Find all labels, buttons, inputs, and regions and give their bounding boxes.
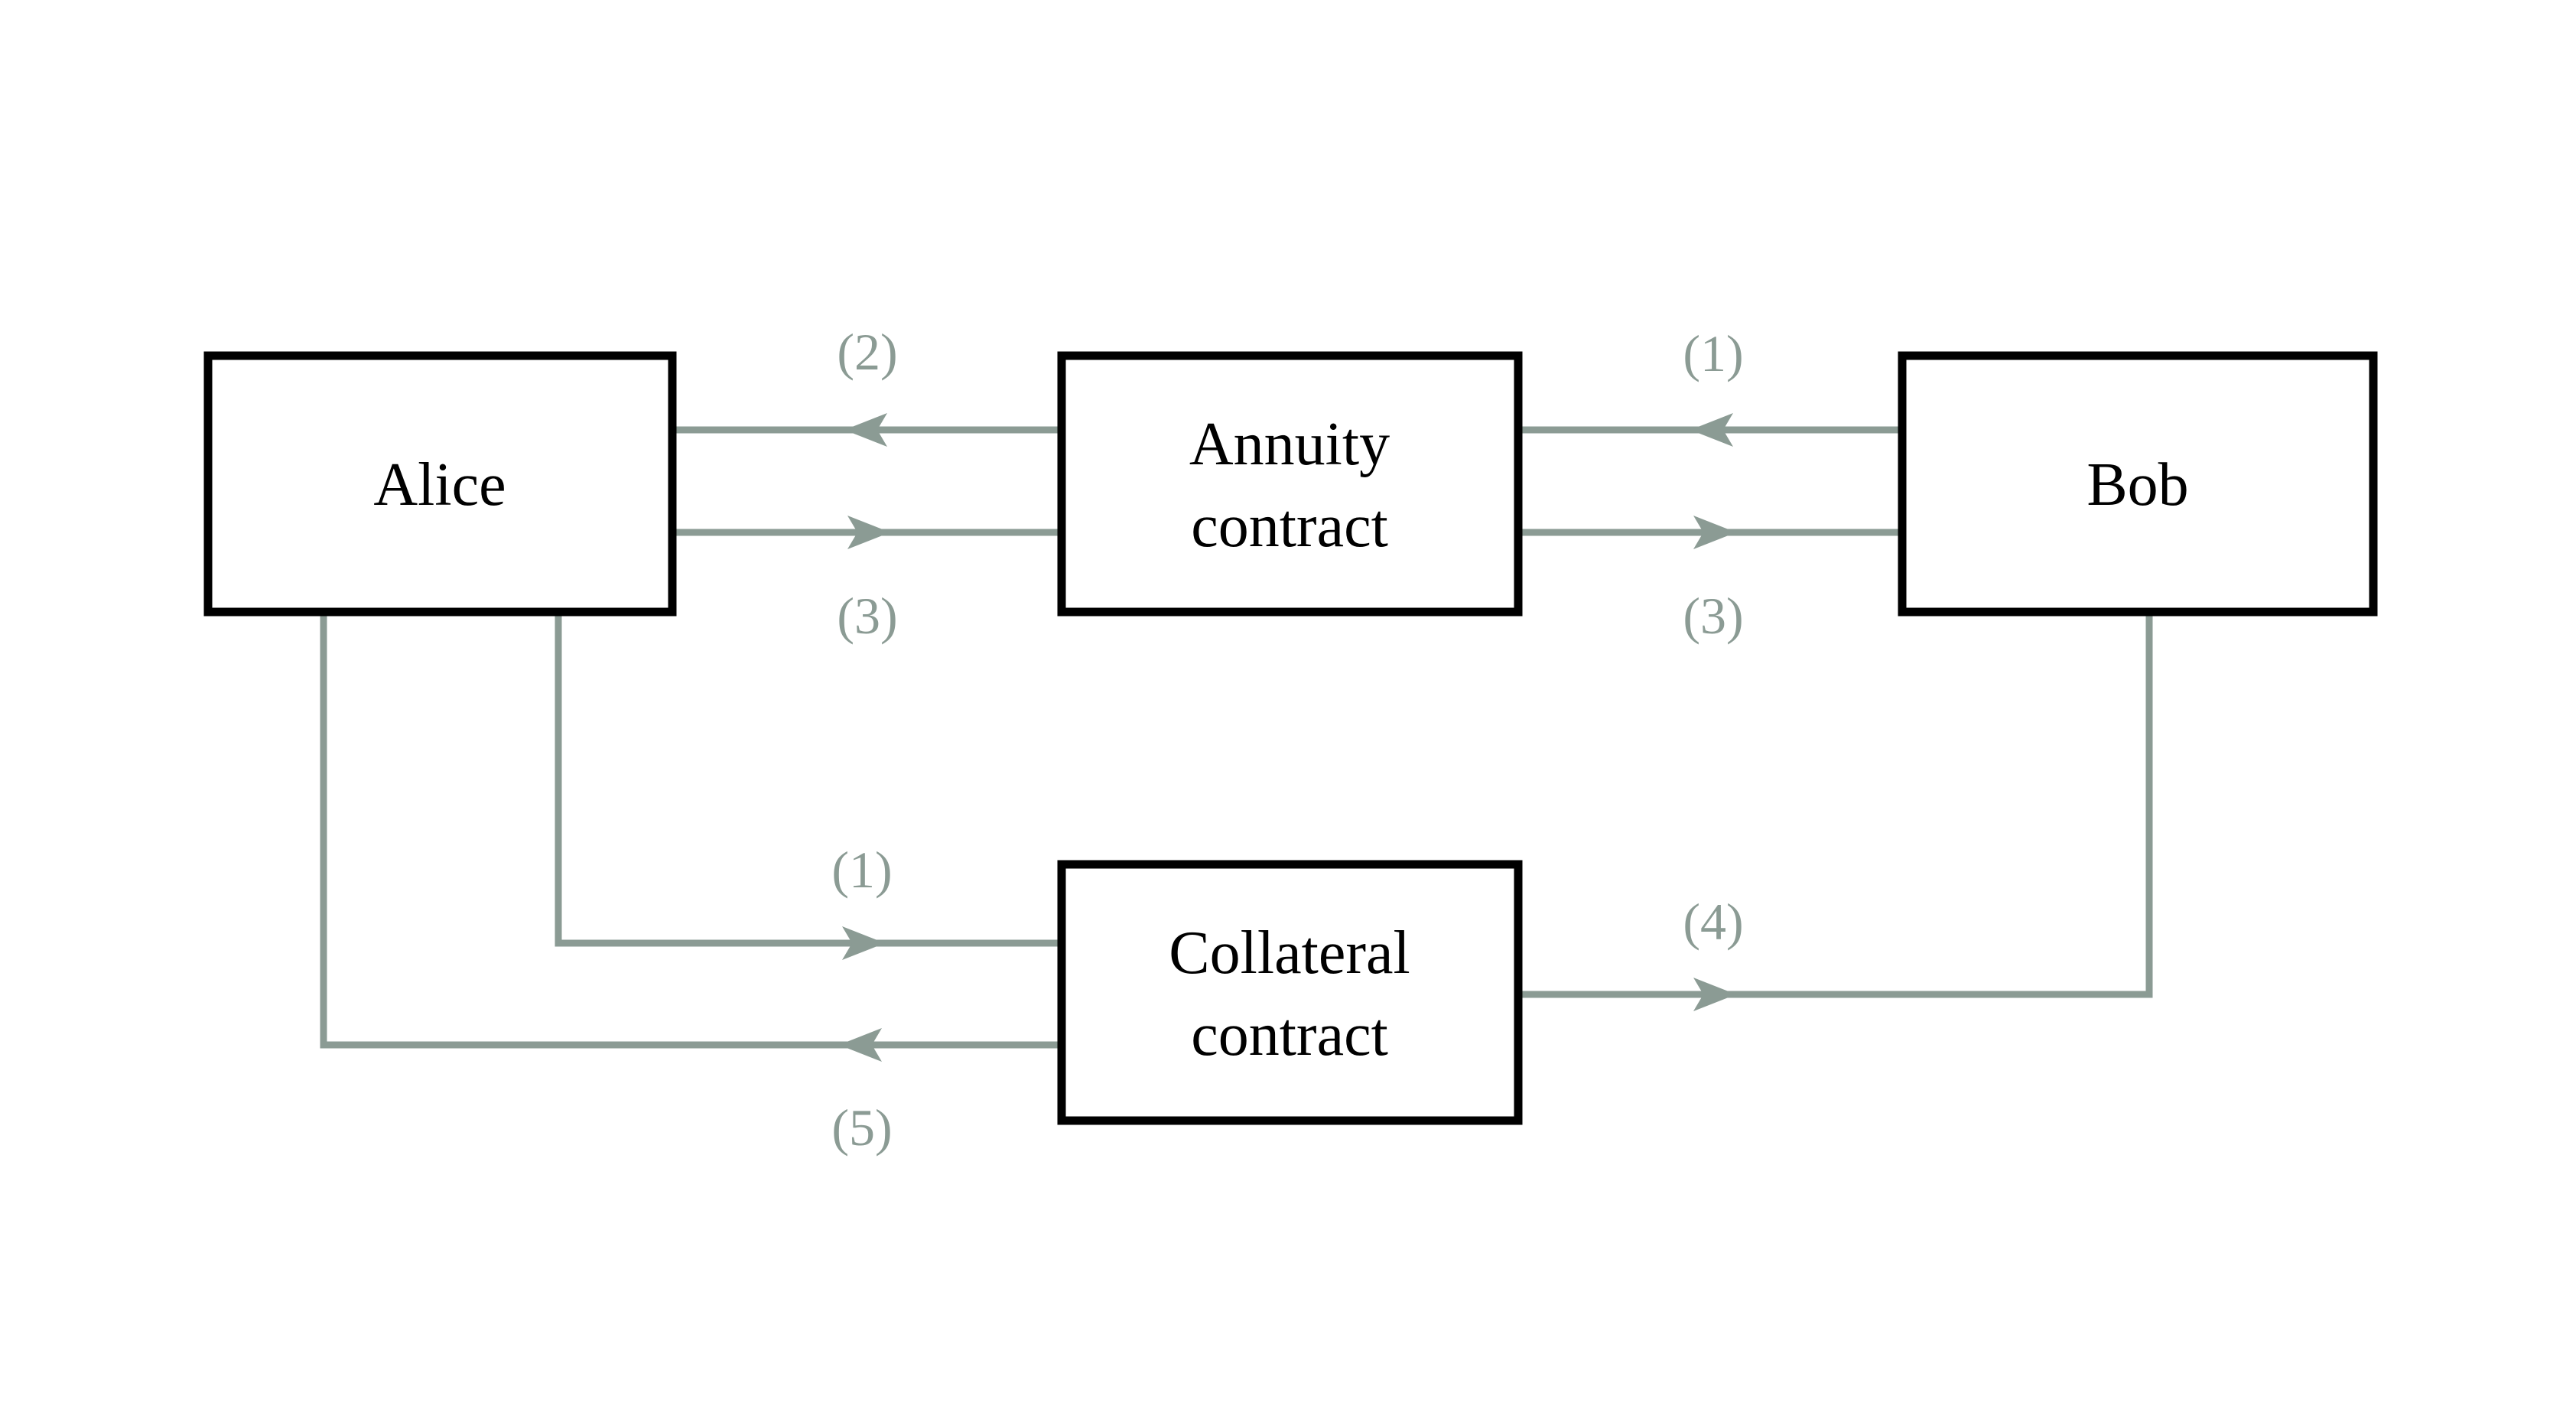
edge-label-1-bob-annuity: (1) bbox=[1683, 324, 1743, 382]
edge-annuity-to-alice bbox=[672, 413, 1062, 447]
edge-label-3-annuity-bob: (3) bbox=[1683, 587, 1743, 645]
edge-label-4-collateral-bob: (4) bbox=[1683, 893, 1743, 951]
arrowhead-right bbox=[1693, 978, 1736, 1011]
edge-label-1-alice-collateral: (1) bbox=[831, 841, 892, 899]
arrowhead-right bbox=[842, 926, 885, 960]
edge-bob-to-annuity bbox=[1518, 413, 1902, 447]
edge-collateral-to-alice bbox=[320, 612, 1062, 1062]
node-alice: Alice bbox=[203, 351, 677, 617]
arrowhead-left bbox=[844, 413, 887, 447]
arrowhead-left bbox=[839, 1028, 882, 1062]
node-label-annuity-line2: contract bbox=[1191, 493, 1388, 560]
node-bob: Bob bbox=[1898, 351, 2378, 617]
edge-alice-to-annuity bbox=[672, 516, 1062, 549]
edge-label-3-alice-annuity: (3) bbox=[837, 587, 897, 645]
node-label-alice: Alice bbox=[373, 451, 506, 519]
node-collateral-contract: Collateral contract bbox=[1057, 860, 1523, 1125]
edge-annuity-to-bob bbox=[1518, 516, 1902, 549]
edge-alice-to-collateral bbox=[555, 612, 1062, 960]
node-label-collateral-line2: contract bbox=[1191, 1001, 1388, 1069]
node-label-bob: Bob bbox=[2086, 451, 2188, 519]
node-label-annuity-line1: Annuity bbox=[1189, 411, 1390, 478]
edge-label-5-collateral-alice: (5) bbox=[831, 1098, 892, 1157]
arrowhead-left bbox=[1690, 413, 1733, 447]
edge-label-2-annuity-alice: (2) bbox=[837, 323, 897, 381]
arrowhead-right bbox=[1693, 516, 1736, 549]
node-label-collateral-line1: Collateral bbox=[1169, 919, 1410, 987]
node-annuity-contract: Annuity contract bbox=[1057, 351, 1523, 617]
edge-collateral-to-bob bbox=[1518, 612, 2153, 1011]
arrowhead-right bbox=[847, 516, 890, 549]
